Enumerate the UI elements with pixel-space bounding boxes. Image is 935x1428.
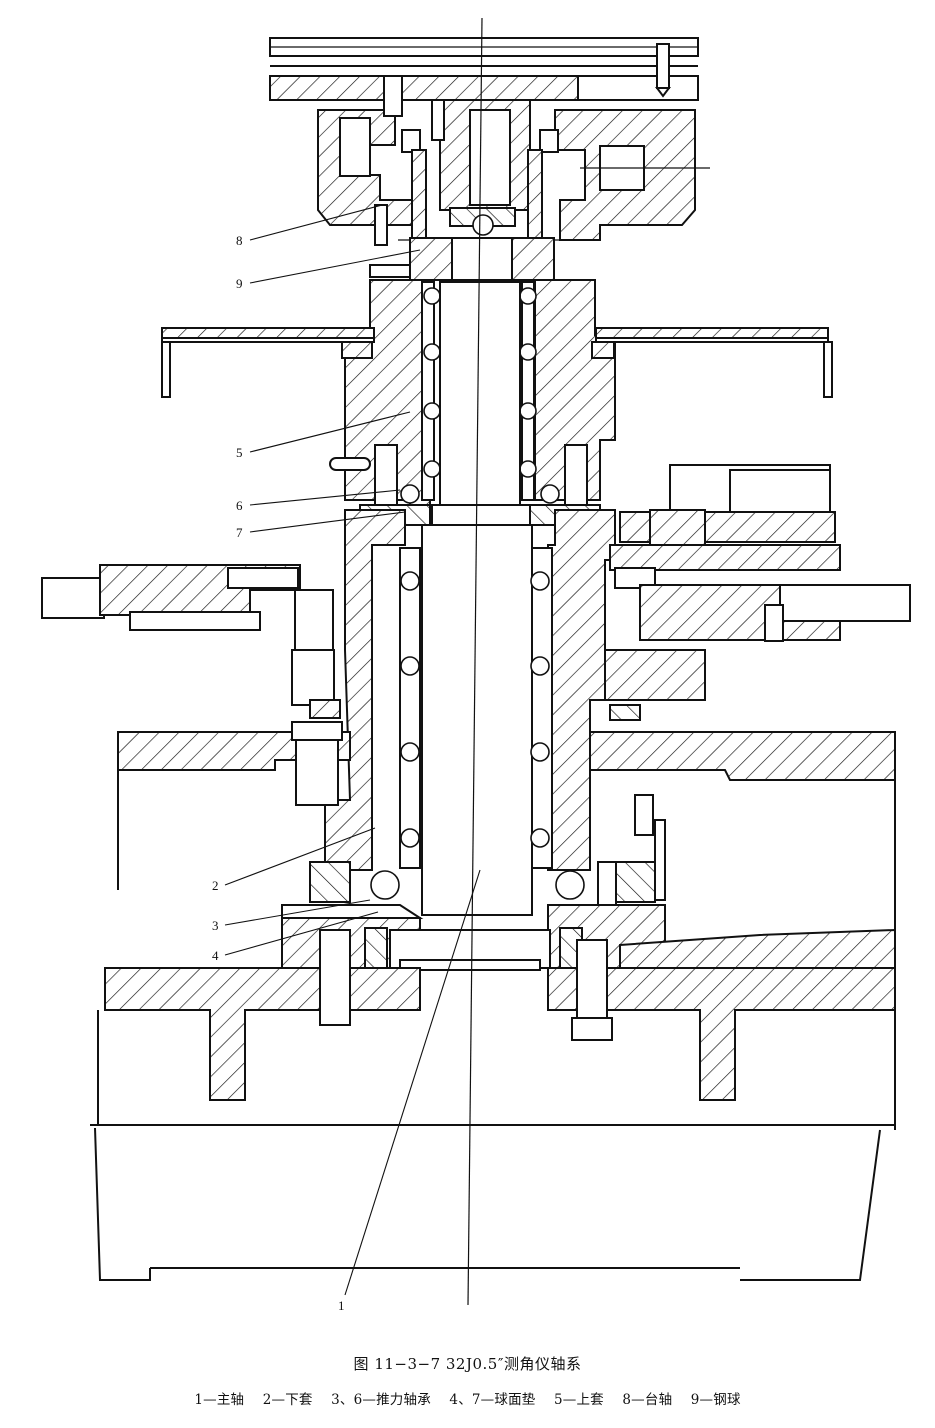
part-label-1: 1 — [338, 1298, 345, 1313]
base-housing — [117, 721, 896, 1130]
part-label-3: 3 — [212, 918, 219, 933]
part-label-7: 7 — [236, 525, 243, 540]
main-shaft-1 — [421, 281, 533, 916]
legend-item: 5—上套 — [553, 1392, 604, 1408]
part-labels: 8 9 5 6 7 2 3 4 1 — [212, 233, 345, 1313]
goniometer-shaft-section-drawing: 8 9 5 6 7 2 3 4 1 — [41, 17, 911, 1313]
figure-caption: 图 11−3−7 32J0.5″测角仪轴系 — [353, 1355, 582, 1373]
lower-thrust-bearing-3 — [309, 861, 656, 933]
legend-item: 2—下套 — [262, 1392, 313, 1408]
left-arm — [41, 564, 341, 719]
legend-item: 4、7—球面垫 — [449, 1392, 536, 1408]
ball-ring-9 — [369, 237, 555, 281]
part-label-5: 5 — [236, 445, 243, 460]
part-label-2: 2 — [212, 878, 219, 893]
leader-lines — [224, 204, 481, 1296]
top-housing — [317, 75, 710, 241]
upper-mid-plates — [161, 327, 833, 398]
base-casting — [90, 928, 896, 1281]
upper-sleeve-balls — [423, 287, 537, 478]
legend-item: 9—钢球 — [690, 1392, 741, 1408]
upper-sleeve-5 — [329, 279, 616, 506]
top-plate — [269, 37, 699, 101]
legend-item: 3、6—推力轴承 — [331, 1392, 431, 1408]
right-drive — [604, 464, 911, 721]
legend-item: 8—台轴 — [622, 1392, 673, 1408]
legend-item: 1—主轴 — [194, 1392, 245, 1408]
lower-sleeve-balls — [400, 571, 550, 848]
lower-sleeve-2 — [324, 509, 616, 871]
figure-legend: 1—主轴 2—下套 3、6—推力轴承 4、7—球面垫 5—上套 8—台轴 9—钢… — [0, 1388, 935, 1408]
part-label-8: 8 — [236, 233, 243, 248]
table-shaft-8 — [374, 149, 560, 246]
part-label-6: 6 — [236, 498, 243, 513]
center-axis — [467, 17, 483, 1306]
part-label-4: 4 — [212, 948, 219, 963]
part-label-9: 9 — [236, 276, 243, 291]
